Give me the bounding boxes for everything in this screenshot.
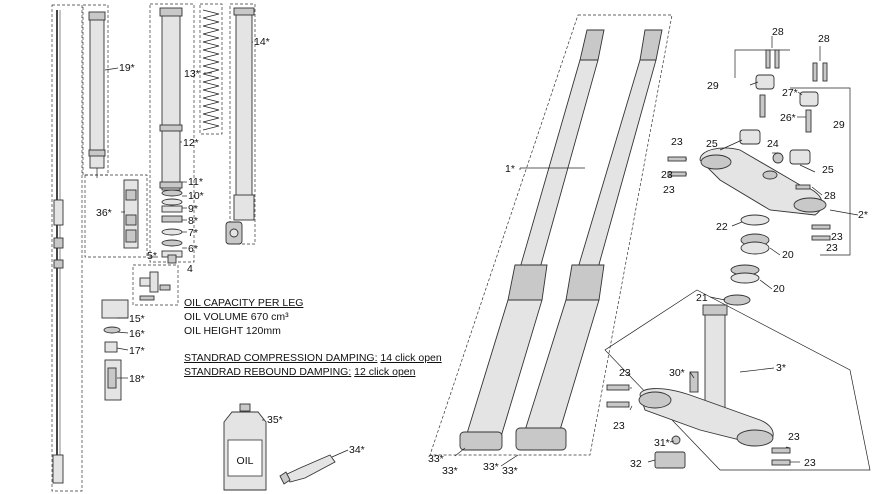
callout-10: 10* [188,190,204,202]
callout-23-i: 23 [804,457,816,469]
callout-20-a: 20 [782,249,794,261]
callout-28-c: 28 [824,190,836,202]
callout-33-b: 33* [442,465,458,477]
callout-2: 2* [858,209,868,221]
callout-35: 35* [267,414,283,426]
front-fork-assembly-1 [429,14,673,456]
compression-damping: STANDRAD COMPRESSION DAMPING: 14 click o… [184,352,442,365]
cartridge-kit-36 [84,174,148,258]
callout-28-a: 28 [772,26,784,38]
adjuster-parts [132,264,179,306]
callout-13: 13* [184,68,200,80]
callout-23-a: 23 [671,136,683,148]
callout-29-a: 29 [707,80,719,92]
fork-oil-bottle-35: OIL [223,403,267,491]
callout-8: 8* [188,215,198,227]
callout-36: 36* [96,207,112,219]
callout-18: 18* [129,373,145,385]
callout-19: 19* [119,62,135,74]
callout-21: 21 [696,292,708,304]
callout-7: 7* [188,227,198,239]
steering-bearings-20-22 [723,214,770,306]
callout-28-b: 28 [818,33,830,45]
callout-23-h: 23 [788,431,800,443]
callout-26: 26* [780,112,796,124]
callout-labels: 19* 14* 13* 12* 11* 10* 9* 8* 7* 6* 5* 4… [96,26,868,477]
callout-22: 22 [716,221,728,233]
upper-clamp-2 [667,49,851,256]
leader-lines [104,36,859,467]
outer-leg-14 [225,3,256,245]
callout-4: 4 [187,263,193,275]
callout-1: 1* [505,163,515,175]
inner-tube-12 [149,3,195,263]
callout-31: 31* [654,437,670,449]
callout-9: 9* [188,203,198,215]
callout-23-g: 23 [613,420,625,432]
callout-23-f: 23 [619,367,631,379]
callout-25-b: 25 [822,164,834,176]
callout-23-d: 23 [831,231,843,243]
callout-14: 14* [254,36,270,48]
callout-33-d: 33* [502,465,518,477]
callout-6: 6* [188,243,198,255]
callout-15: 15* [129,313,145,325]
rebound-damping-value: 12 click open [354,366,416,378]
callout-17: 17* [129,345,145,357]
callout-23-c: 23 [663,184,675,196]
callout-11: 11* [188,176,203,188]
callout-24: 24 [767,138,779,150]
callout-30: 30* [669,367,685,379]
callout-5: 5* [147,250,157,262]
rebound-damping-label: STANDRAD REBOUND DAMPING: [184,366,352,378]
oil-capacity-title: OIL CAPACITY PER LEG [184,297,304,309]
grease-tube-34 [279,454,336,485]
damper-rod-assembly [51,4,83,492]
callout-25-a: 25 [706,138,718,150]
callout-12: 12* [183,137,199,149]
bushings-and-seals-4-11 [150,189,183,264]
damper-tube-19 [82,4,109,178]
callout-29-b: 29 [833,119,845,131]
callout-27: 27* [782,87,798,99]
valve-stack-15-18 [101,299,129,401]
callout-33-a: 33* [428,453,444,465]
callout-23-b: 23 [661,169,673,181]
oil-height: OIL HEIGHT 120mm [184,325,281,337]
oil-bottle-label: OIL [237,455,254,467]
callout-33-c: 33* [483,461,499,473]
callout-16: 16* [129,328,145,340]
lower-clamp-3 [604,289,871,471]
oil-volume: OIL VOLUME 670 cm³ [184,311,289,323]
callout-34: 34* [349,444,365,456]
rebound-damping: STANDRAD REBOUND DAMPING: 12 click open [184,366,415,379]
compression-damping-value: 14 click open [380,352,442,364]
compression-damping-label: STANDRAD COMPRESSION DAMPING: [184,352,378,364]
callout-32: 32 [630,458,642,470]
callout-20-b: 20 [773,283,785,295]
fork-spring-13 [199,3,223,135]
callout-3: 3* [776,362,786,374]
callout-23-e: 23 [826,242,838,254]
